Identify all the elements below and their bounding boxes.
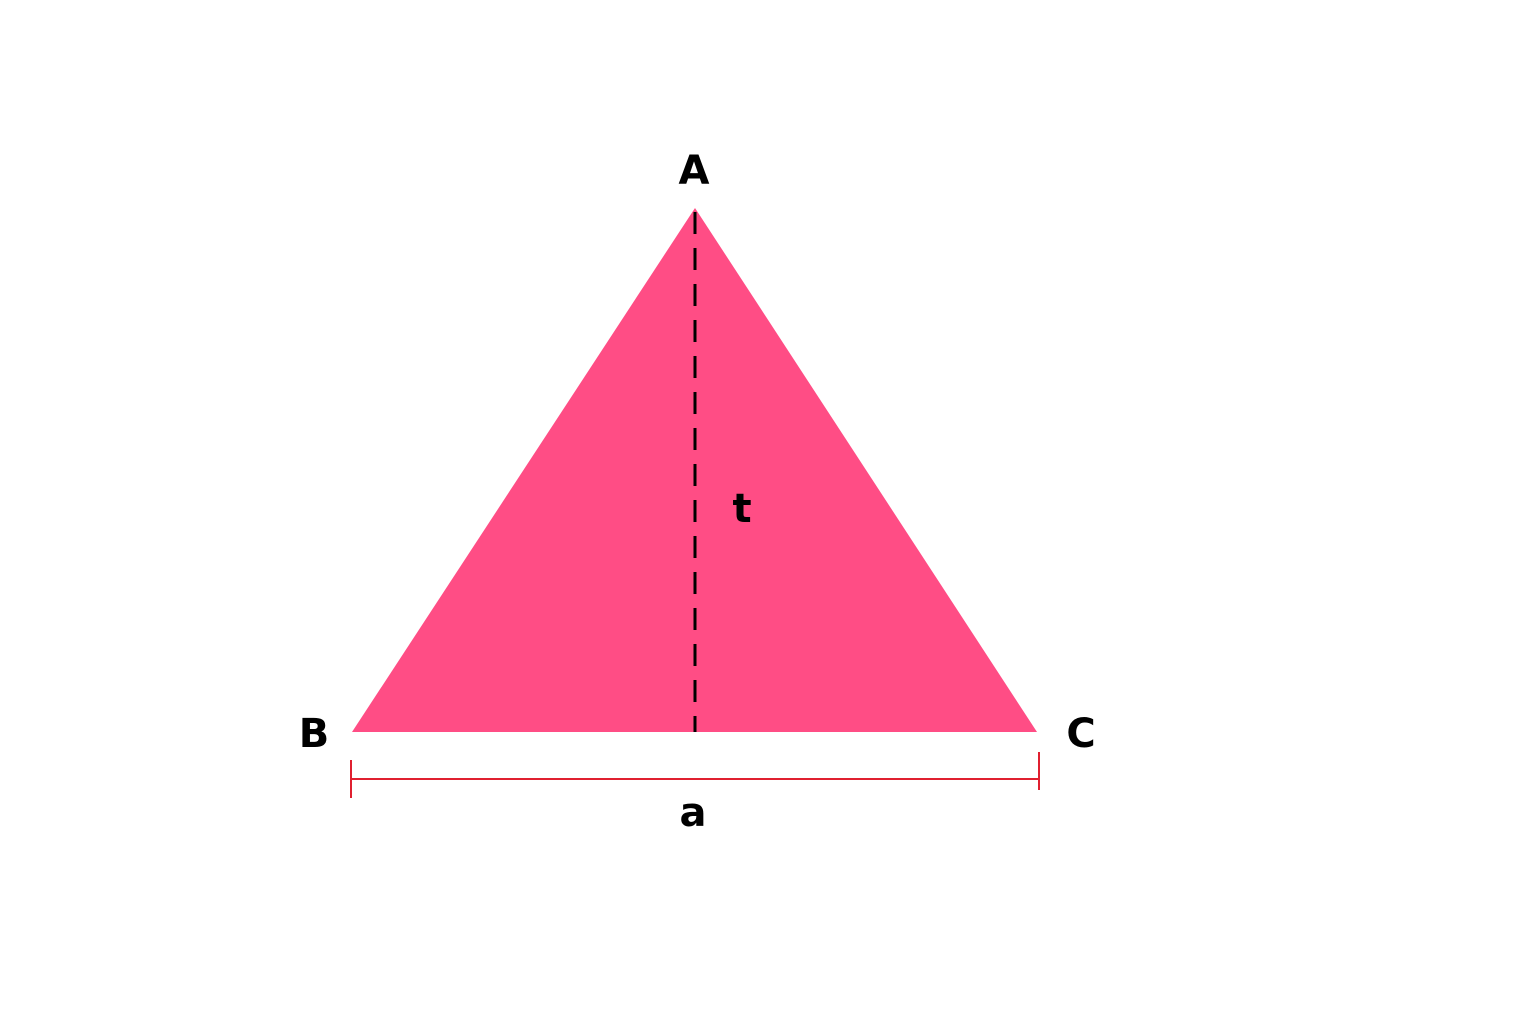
vertex-label-a: A: [679, 148, 710, 194]
height-label: t: [732, 486, 751, 532]
base-label: a: [680, 790, 707, 836]
vertex-label-c: C: [1066, 711, 1095, 757]
vertex-label-b: B: [299, 711, 330, 757]
